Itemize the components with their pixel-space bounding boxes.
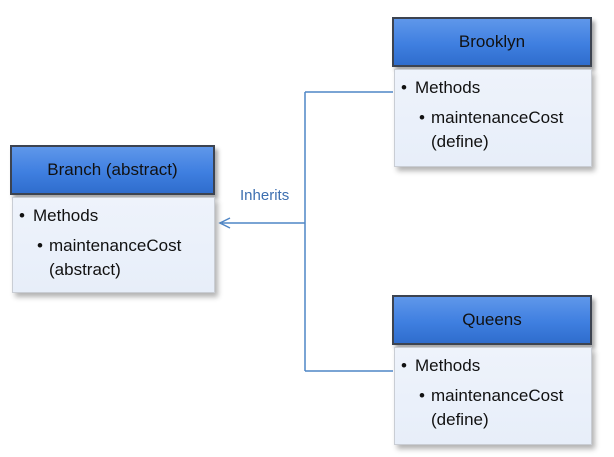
methods-label: Methods <box>33 206 99 225</box>
methods-label: Methods <box>415 78 481 97</box>
class-body-branch: • Methods • maintenanceCost (abstract) <box>12 197 215 293</box>
class-name: Branch (abstract) <box>47 160 178 179</box>
bullet-icon: • <box>419 386 425 405</box>
method-qualifier: (abstract) <box>49 260 121 279</box>
class-box-brooklyn: Brooklyn • Methods • maintenanceCost (de… <box>392 17 592 167</box>
class-name: Queens <box>462 310 522 329</box>
method-name: maintenanceCost <box>431 108 564 127</box>
class-name: Brooklyn <box>458 32 526 51</box>
method-name: maintenanceCost <box>431 386 564 405</box>
class-header-branch: Branch (abstract) <box>10 145 215 195</box>
bullet-icon: • <box>37 236 43 255</box>
bullet-icon: • <box>19 206 25 225</box>
class-box-queens: Queens • Methods • maintenanceCost (defi… <box>392 295 592 445</box>
class-body-queens: • Methods • maintenanceCost (define) <box>394 347 592 445</box>
class-header-queens: Queens <box>392 295 592 345</box>
bullet-icon: • <box>401 356 407 375</box>
methods-label: Methods <box>415 356 481 375</box>
arrowhead-icon <box>218 217 231 229</box>
method-qualifier: (define) <box>431 132 489 151</box>
bullet-icon: • <box>401 78 407 97</box>
inherits-label: Inherits <box>240 187 290 204</box>
class-body-brooklyn: • Methods • maintenanceCost (define) <box>394 69 592 167</box>
method-name: maintenanceCost <box>49 236 182 255</box>
class-box-branch: Branch (abstract) • Methods • maintenanc… <box>10 145 215 293</box>
class-header-brooklyn: Brooklyn <box>392 17 592 67</box>
method-qualifier: (define) <box>431 410 489 429</box>
bullet-icon: • <box>419 108 425 127</box>
